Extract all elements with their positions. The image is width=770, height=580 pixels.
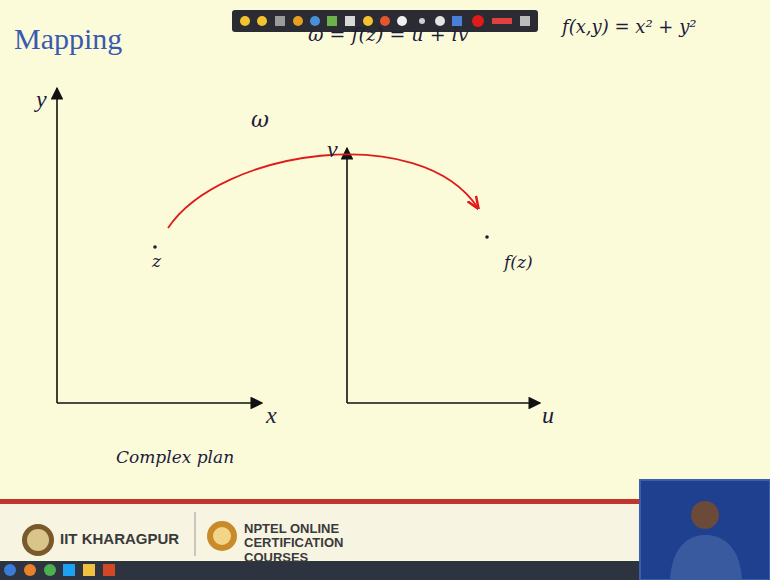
axis-label: u [542,402,554,428]
nptel-logo [207,521,237,551]
axis-label: x [266,402,277,428]
plane-note: Complex plan [116,448,234,467]
mapping-label: ω [251,108,269,132]
point-dot [485,235,489,239]
iit-logo [22,524,54,556]
slide-title: Mapping [14,22,122,55]
point-dot [153,245,157,249]
mapping-arrow [168,154,478,228]
axis-label: v [327,136,338,162]
point-label: f(z) [504,253,533,272]
function-formula: f(x,y) = x² + y² [562,17,697,37]
taskbar-icons [4,564,115,576]
z-plane-axes [57,88,262,403]
point-label: z [152,252,161,271]
speaker-video [640,480,770,580]
w-plane-axes [347,148,540,403]
footer-divider [195,512,196,556]
institute-name: IIT KHARAGPUR [60,531,179,548]
axis-label: y [36,86,47,112]
mapping-formula: ω = f(z) = u + iv [308,24,468,45]
course-name: NPTEL ONLINE CERTIFICATION COURSES [244,522,409,565]
